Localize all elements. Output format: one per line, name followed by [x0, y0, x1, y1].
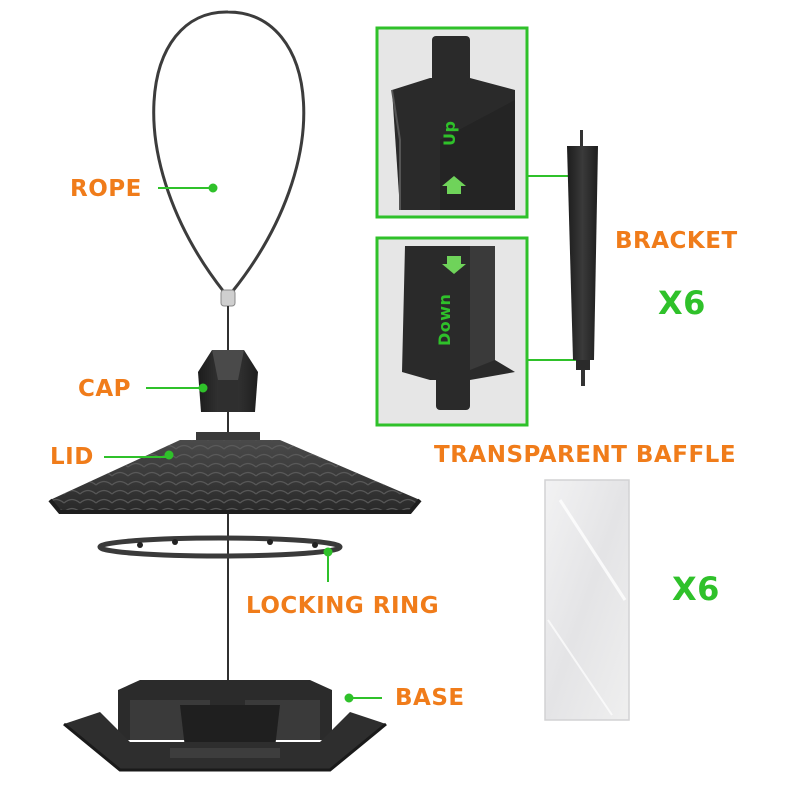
cap — [198, 350, 258, 412]
transparent-baffle-label: TRANSPARENT BAFFLE — [434, 442, 737, 468]
rope — [152, 10, 306, 293]
rope-label: ROPE — [70, 176, 142, 202]
base-label: BASE — [395, 685, 465, 711]
leader-lines — [104, 175, 582, 703]
lid-label: LID — [50, 444, 94, 470]
base — [63, 680, 387, 772]
up-text: Up — [440, 120, 459, 146]
bracket-label: BRACKET — [615, 228, 738, 254]
bracket — [567, 130, 598, 386]
locking-ring-label: LOCKING RING — [246, 593, 440, 619]
baffle-quantity: X6 — [672, 570, 720, 608]
down-text: Down — [435, 293, 454, 346]
bracket-quantity: X6 — [658, 284, 706, 322]
lid — [48, 432, 422, 514]
transparent-baffle — [544, 479, 630, 721]
cap-label: CAP — [78, 376, 132, 402]
locking-ring — [97, 535, 343, 559]
arrow-up-icon — [442, 176, 466, 194]
arrow-down-icon — [442, 256, 466, 274]
rope-clip — [220, 289, 236, 307]
